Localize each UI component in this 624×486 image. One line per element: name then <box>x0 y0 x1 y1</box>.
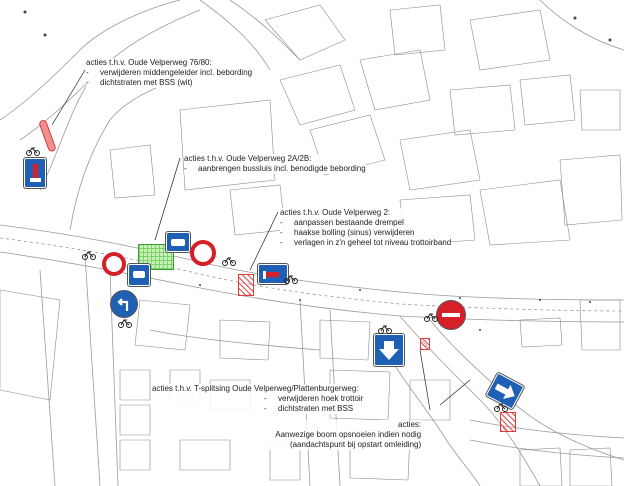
note-title: acties t.h.v. Oude Velperweg 2A/2B: <box>184 154 312 163</box>
median-island-marker <box>39 120 56 152</box>
bicycle-icon <box>494 403 508 412</box>
one-way-down-sign <box>373 333 405 367</box>
no-entry-circle-sign <box>102 252 126 276</box>
note-velperweg-2: acties t.h.v. Oude Velperweg 2: -aanpass… <box>280 208 452 248</box>
road-upper <box>0 0 181 121</box>
building <box>479 179 571 246</box>
bicycle-icon <box>82 251 96 260</box>
no-entry-sign <box>436 300 466 330</box>
road-edge-south <box>0 251 624 323</box>
leader-line <box>51 69 86 126</box>
note-item: aanbrengen bussluis incl. benodigde bebo… <box>198 164 366 173</box>
note-item: verwijderen middengeleider incl. bebordi… <box>100 68 253 77</box>
building <box>264 4 346 61</box>
no-entry-circle-sign <box>190 240 216 266</box>
leader-line <box>154 157 181 241</box>
building <box>389 4 446 56</box>
bus-only-sign <box>127 263 151 287</box>
dead-end-sign <box>257 263 289 285</box>
building <box>559 154 623 226</box>
leader-line <box>249 211 279 271</box>
note-t-splitsing: acties t.h.v. T-splitsing Oude Velperweg… <box>152 384 364 414</box>
bicycle-icon <box>222 257 236 266</box>
bus-only-sign <box>165 231 191 253</box>
keep-left-sign <box>110 290 138 318</box>
building <box>119 404 151 436</box>
building <box>119 369 151 401</box>
bicycle-icon <box>284 275 298 284</box>
bicycle-icon <box>378 325 392 334</box>
building <box>519 447 563 486</box>
building <box>519 74 576 126</box>
note-item: aanpassen bestaande drempel <box>294 218 404 227</box>
bicycle-icon <box>26 147 40 156</box>
building <box>319 319 371 361</box>
note-item: Aanwezige boom opsnoeien indien nodig <box>275 430 422 439</box>
note-item: dichtstraten met BSS <box>278 404 354 413</box>
leader-line <box>439 379 471 406</box>
note-title: acties: <box>398 420 422 429</box>
note-item: verlagen in z'n geheel tot niveau trotto… <box>294 238 452 247</box>
building <box>399 129 481 191</box>
leader-line <box>419 349 431 411</box>
note-title: acties t.h.v. Oude Velperweg 76/80: <box>86 58 212 67</box>
building <box>179 99 276 191</box>
building <box>179 439 231 471</box>
building <box>229 184 286 236</box>
bicycle-icon <box>424 313 438 322</box>
note-velperweg-2a-2b: acties t.h.v. Oude Velperweg 2A/2B: -aan… <box>184 154 366 174</box>
corner-hatch <box>420 338 430 350</box>
speed-bump-hatch <box>238 274 254 296</box>
building <box>409 379 451 421</box>
note-title: acties t.h.v. Oude Velperweg 2: <box>280 208 391 217</box>
building <box>569 447 613 486</box>
note-item: (aandachtspunt bij opstart omleiding) <box>289 440 422 449</box>
building <box>469 9 551 71</box>
building <box>109 144 156 199</box>
note-item: verwijderen hoek trottoir <box>278 394 364 403</box>
building <box>0 289 61 401</box>
building <box>519 317 563 348</box>
one-way-arrow-sign <box>484 371 526 411</box>
building <box>579 299 621 351</box>
building <box>119 439 151 471</box>
building <box>579 89 621 131</box>
building <box>219 319 271 361</box>
building <box>279 64 356 126</box>
building <box>134 299 191 351</box>
bicycle-icon <box>118 319 132 328</box>
note-title: acties t.h.v. T-splitsing Oude Velperweg… <box>152 384 359 393</box>
corner-hatch <box>500 412 516 432</box>
building <box>359 49 431 111</box>
note-item: dichtstraten met BSS (wit) <box>100 78 193 87</box>
building <box>269 444 301 481</box>
note-velperweg-76-80: acties t.h.v. Oude Velperweg 76/80: -ver… <box>86 58 253 88</box>
building <box>449 84 516 136</box>
dead-end-sign <box>23 157 47 189</box>
note-boom: acties: Aanwezige boom opsnoeien indien … <box>256 420 422 450</box>
note-item: haakse bolling (sinus) verwijderen <box>294 228 415 237</box>
